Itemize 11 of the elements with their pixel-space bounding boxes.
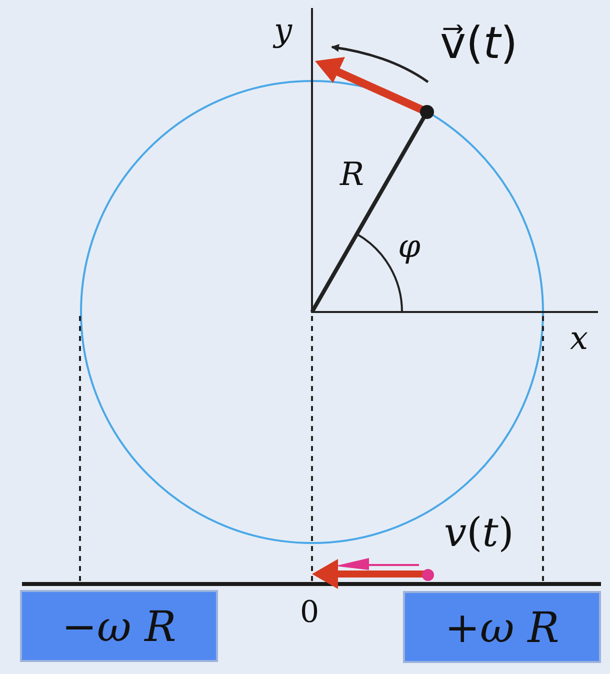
function-label: v(t) <box>444 513 514 553</box>
axis-label: y <box>274 14 292 46</box>
axis-label: x <box>570 322 588 354</box>
origin-label: 0 <box>300 598 320 628</box>
angle-label: φ <box>398 230 420 262</box>
value-text: −ω R <box>62 602 176 650</box>
vector-label: v⃗(t) <box>440 22 518 66</box>
value-box <box>403 591 601 663</box>
radius-label: R <box>340 158 364 190</box>
value-text: +ω R <box>444 602 560 652</box>
value-box <box>20 590 218 662</box>
